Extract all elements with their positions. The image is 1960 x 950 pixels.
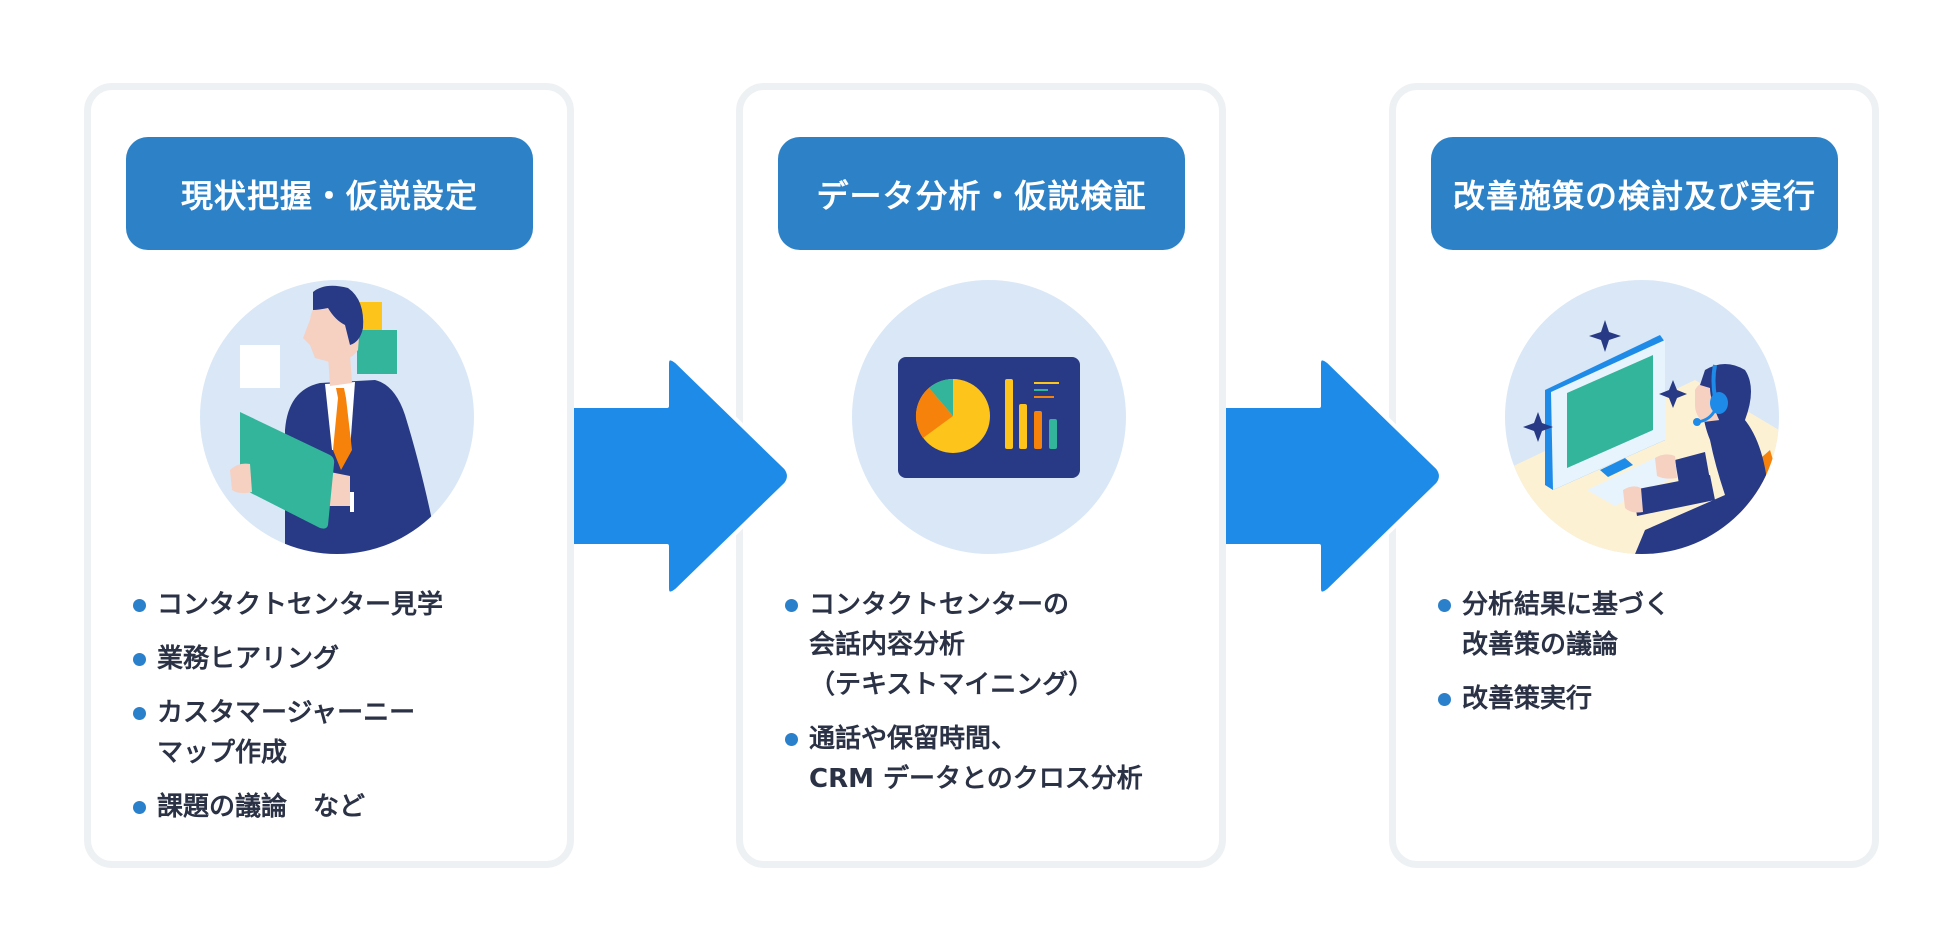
bullet-dot-icon — [133, 653, 146, 666]
arrow-right-icon — [1226, 356, 1443, 596]
bullet-dot-icon — [1438, 599, 1451, 612]
bullet-dot-icon — [133, 801, 146, 814]
bullet-item: 通話や保留時間、 CRM データとのクロス分析 — [781, 719, 1211, 799]
bullet-item: コンタクトセンターの 会話内容分析 （テキストマイニング） — [781, 585, 1211, 705]
arrow-right-icon — [574, 356, 791, 596]
dashboard-charts-icon — [852, 280, 1126, 554]
step-card-2: データ分析・仮説検証 コンタクトセンターの 会話内容分析 （テキストマイニング）… — [736, 83, 1226, 868]
bullet-item: 課題の議論 など — [129, 787, 559, 827]
step-1-bullet-list: コンタクトセンター見学 業務ヒアリング カスタマージャーニー マップ作成 課題の… — [129, 585, 559, 841]
bullet-item: 業務ヒアリング — [129, 639, 559, 679]
businessman-with-tablet-icon — [200, 280, 474, 554]
bullet-dot-icon — [133, 707, 146, 720]
step-title-2: データ分析・仮説検証 — [778, 137, 1185, 250]
step-card-1: 現状把握・仮説設定 コンタクトセンター見学 業 — [84, 83, 574, 868]
operator-with-headset-icon — [1505, 280, 1779, 554]
bullet-dot-icon — [785, 733, 798, 746]
bullet-dot-icon — [1438, 693, 1451, 706]
bullet-item: コンタクトセンター見学 — [129, 585, 559, 625]
step-3-bullet-list: 分析結果に基づく 改善策の議論 改善策実行 — [1434, 585, 1864, 733]
step-title-1: 現状把握・仮説設定 — [126, 137, 533, 250]
step-card-3: 改善施策の検討及び実行 — [1389, 83, 1879, 868]
bullet-item: カスタマージャーニー マップ作成 — [129, 693, 559, 773]
bullet-item: 改善策実行 — [1434, 679, 1864, 719]
bullet-item: 分析結果に基づく 改善策の議論 — [1434, 585, 1864, 665]
bullet-dot-icon — [133, 599, 146, 612]
step-2-bullet-list: コンタクトセンターの 会話内容分析 （テキストマイニング） 通話や保留時間、 C… — [781, 585, 1211, 813]
bullet-dot-icon — [785, 599, 798, 612]
step-title-3: 改善施策の検討及び実行 — [1431, 137, 1838, 250]
